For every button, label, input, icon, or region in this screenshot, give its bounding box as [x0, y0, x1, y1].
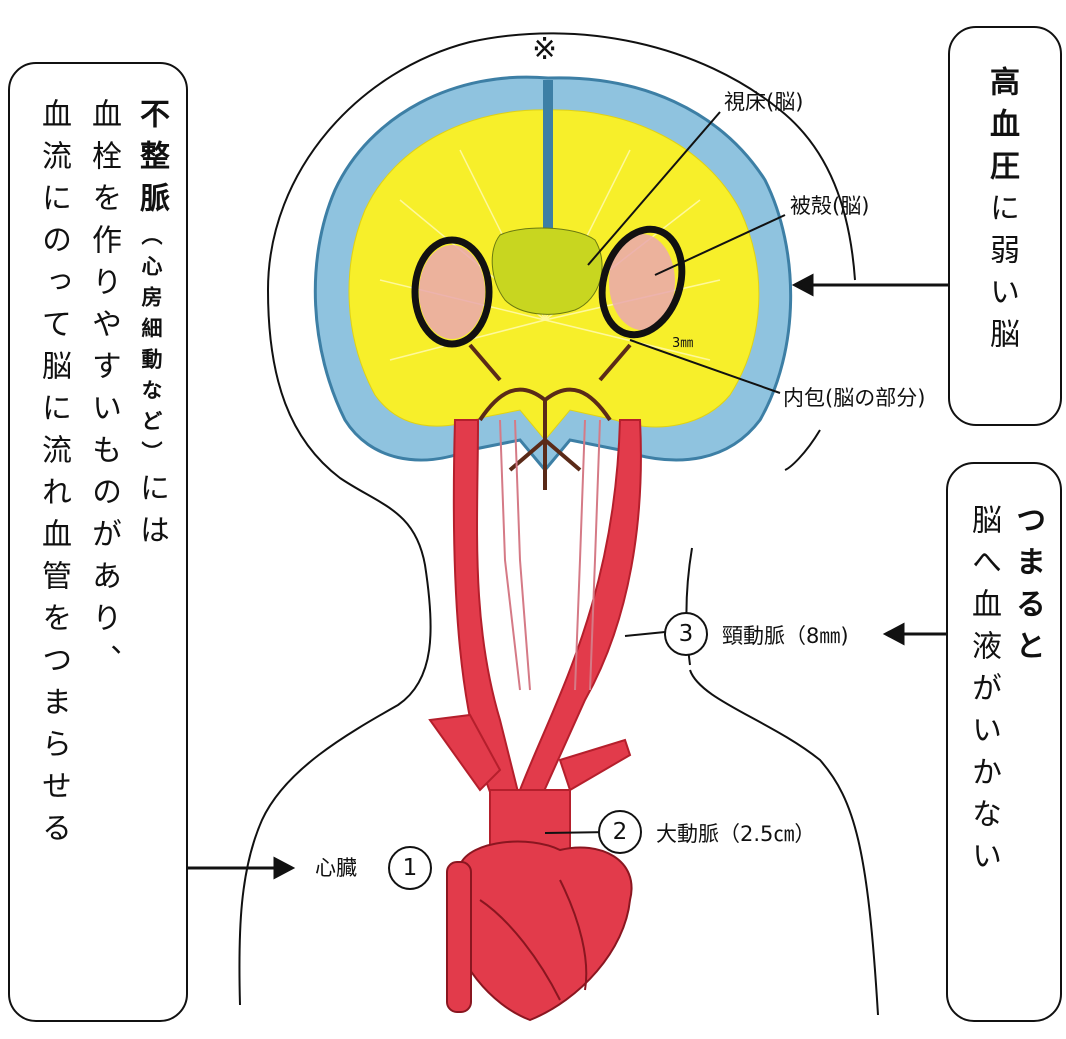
label-putamen: 被殻(脳)	[790, 190, 869, 220]
label-sketch-note: 3㎜	[672, 332, 693, 351]
label-carotid: 頸動脈（8㎜)	[722, 620, 849, 650]
head-arc-right	[785, 430, 820, 470]
label-heart: 心臓	[315, 852, 357, 882]
left-title-bold: 不整脈	[134, 98, 169, 224]
left-col-2: 血栓を作りやすいものがあり、	[88, 98, 118, 686]
label-thalamus: 視床(脳)	[724, 86, 803, 116]
left-col-3: 血流にのって脳に流れ血管をつまらせる	[38, 98, 68, 854]
label-aorta: 大動脈（2.5㎝）	[656, 818, 815, 848]
left-callout-box: 不整脈（心房細動など）には 血栓を作りやすいものがあり、 血流にのって脳に流れ血…	[8, 62, 188, 1022]
thalamus	[492, 228, 602, 314]
putamen-left	[419, 245, 485, 339]
left-title-ha: には	[134, 472, 169, 556]
right-top-col: 高血圧に弱い脳	[986, 66, 1016, 360]
right-top-bold: 高血圧	[984, 66, 1019, 192]
number-2: 2	[598, 810, 642, 854]
arteries	[430, 420, 641, 860]
right-subclavian	[560, 740, 630, 790]
left-title-paren: （心房細動など）	[139, 224, 163, 472]
right-top-callout-box: 高血圧に弱い脳	[948, 26, 1062, 426]
right-bottom-col-2: 脳へ血液がいかない	[968, 504, 998, 882]
heart	[449, 842, 631, 1020]
number-3: 3	[664, 612, 708, 656]
right-bottom-callout-box: つまると 脳へ血液がいかない	[946, 462, 1062, 1022]
left-col-title: 不整脈（心房細動など）には	[136, 98, 166, 556]
right-bottom-col-1: つまると	[1012, 504, 1042, 672]
number-1: 1	[388, 846, 432, 890]
heart-vessel	[447, 862, 471, 1012]
right-top-rest: に弱い脳	[984, 192, 1019, 360]
label-internal-capsule: 内包(脳の部分)	[783, 382, 925, 412]
asterisk-mark: ※	[532, 32, 557, 67]
